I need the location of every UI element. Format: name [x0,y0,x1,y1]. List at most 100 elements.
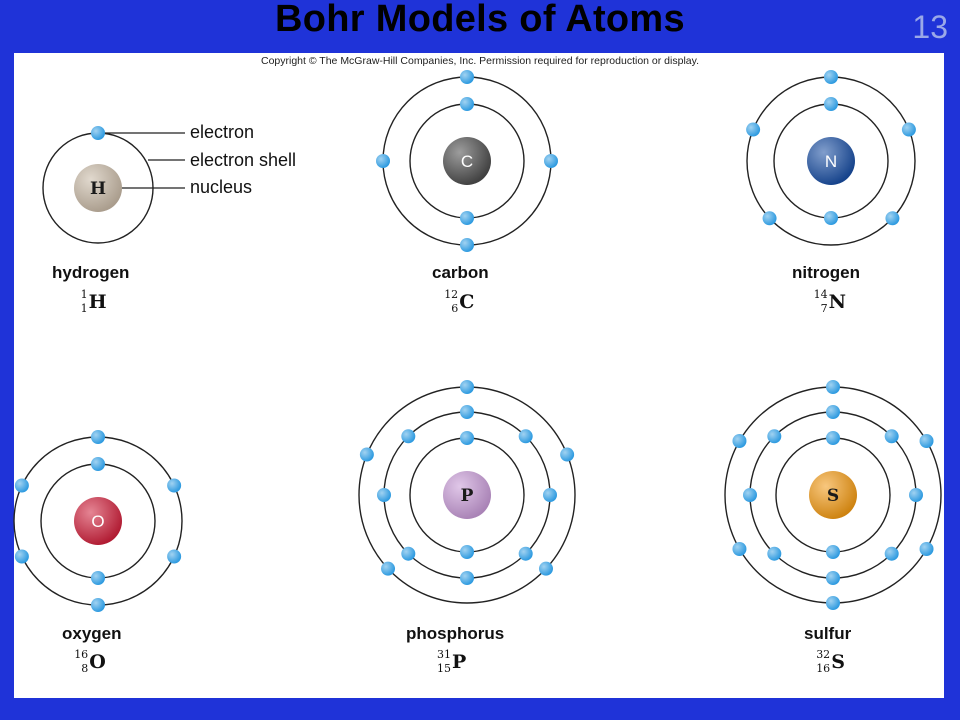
callout-electron-shell: electron shell [190,150,296,170]
electron-dot [538,561,553,576]
mass-number: 1 [81,288,88,301]
electron-dot [884,429,899,444]
electron-dot [167,549,182,564]
atomic-number: 7 [821,302,828,315]
electron-dot [901,122,916,137]
electron-dot [14,549,29,564]
electron-dot [376,154,390,168]
carbon-nucleus-symbol: C [461,152,473,171]
electron-dot [460,97,474,111]
atomic-number: 15 [437,662,451,675]
electron-dot [377,488,391,502]
nitrogen-nucleus [807,137,855,185]
mass-number: 32 [816,648,830,661]
electron-dot [518,429,533,444]
electron-dot [826,405,840,419]
electron-dot [746,122,761,137]
electron-dot [359,447,374,462]
electron-dot [767,546,782,561]
phosphorus-nucleus [443,471,491,519]
electron-dot [91,598,105,612]
atomic-number: 6 [451,302,458,315]
phosphorus-label: phosphorus [406,624,504,643]
electron-dot [909,488,923,502]
atomic-number: 16 [816,662,830,675]
electron-dot [919,434,934,448]
electron-dot [826,571,840,585]
carbon-label: carbon [432,263,489,282]
electron-dot [826,545,840,559]
electron-dot [460,70,474,84]
callout-nucleus: nucleus [190,177,252,197]
electron-dot [762,211,777,226]
oxygen-nucleus [74,497,122,545]
electron-dot [91,430,105,444]
atomic-number: 8 [81,662,88,675]
oxygen-nucleus-symbol: O [91,512,104,531]
electron-dot [401,546,416,561]
electron-dot [460,405,474,419]
electron-dot [91,457,105,471]
nitrogen-label: nitrogen [792,263,860,282]
electron-dot [460,545,474,559]
electron-dot [91,571,105,585]
electron-dot [824,211,838,225]
sulfur-nucleus-symbol: S [827,486,839,506]
electron-dot [518,546,533,561]
hydrogen-label: hydrogen [52,263,129,282]
hydrogen-nucleus-symbol: H [90,179,106,199]
mass-number: 16 [74,648,88,661]
nitrogen-nucleus-symbol: N [825,152,837,171]
oxygen-label: oxygen [62,624,122,643]
atomic-number: 1 [81,302,88,315]
electron-dot [460,431,474,445]
element-symbol: O [89,651,106,673]
electron-dot [401,429,416,444]
electron-dot [826,380,840,394]
copyright-notice: Copyright © The McGraw-Hill Companies, I… [260,55,700,67]
electron-dot [544,154,558,168]
element-symbol: C [459,291,474,313]
electron-dot [767,429,782,444]
carbon-nucleus [443,137,491,185]
electron-dot [884,546,899,561]
callout-group: electron electron shell nucleus [98,122,296,197]
callout-electron: electron [190,122,254,142]
element-symbol: S [831,651,845,673]
electron-dot [460,380,474,394]
element-symbol: H [89,291,107,313]
electron-dot [460,211,474,225]
electron-dot [560,447,575,462]
electron-dot [381,561,396,576]
element-symbol: N [829,291,846,313]
electron-dot [732,434,747,448]
electron-dot [885,211,900,226]
sulfur-nucleus [809,471,857,519]
mass-number: 14 [814,288,828,301]
electron-dot [919,542,934,556]
electron-dot [824,97,838,111]
electron-dot [460,571,474,585]
mass-number: 31 [437,648,451,661]
mass-number: 12 [444,288,458,301]
element-symbol: P [452,651,466,673]
electron-dot [14,478,29,493]
electron-dot [824,70,838,84]
phosphorus-nucleus-symbol: P [461,486,474,506]
slide-number: 13 [912,9,948,45]
hydrogen-nucleus [74,164,122,212]
electron-dot [460,238,474,252]
electron-dot [826,596,840,610]
